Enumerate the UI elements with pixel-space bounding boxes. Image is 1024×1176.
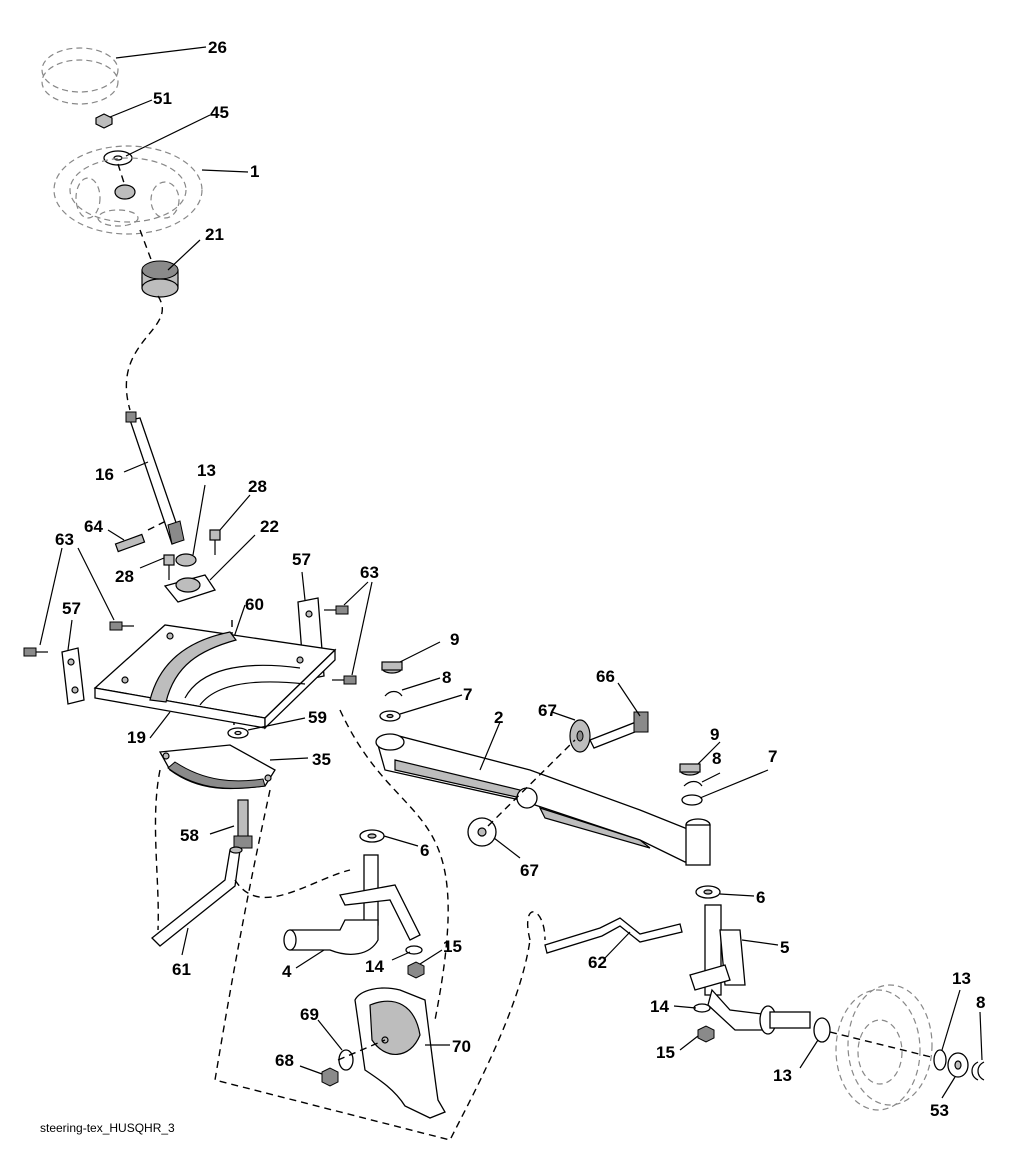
callout-label: 13 (197, 461, 216, 480)
part-washer-right (681, 794, 703, 806)
callout-label: 69 (300, 1005, 319, 1024)
part-hub-washer (933, 1049, 947, 1071)
callout-label: 62 (588, 953, 607, 972)
part-cover-washer (338, 1049, 354, 1071)
part-grease-cap-left (381, 661, 403, 674)
callout-label: 7 (768, 747, 777, 766)
callout-label: 19 (127, 728, 146, 747)
callout-label: 57 (292, 550, 311, 569)
callout-label: 61 (172, 960, 191, 979)
part-pivot-washer-top (569, 719, 591, 753)
part-screw-a (23, 647, 48, 657)
callout-label: 35 (312, 750, 331, 769)
callout-label: 6 (756, 888, 765, 907)
part-bolt-b (163, 554, 175, 580)
part-nut-left (407, 961, 425, 979)
callout-label: 9 (710, 725, 719, 744)
part-drag-link (151, 846, 243, 947)
callout-label: 26 (208, 38, 227, 57)
callout-label: 13 (773, 1066, 792, 1085)
callout-label: 15 (656, 1043, 675, 1062)
part-clip-right (683, 780, 703, 787)
part-spindle-left (283, 854, 421, 955)
part-screw-c (324, 605, 349, 615)
callout-label: 8 (976, 993, 985, 1012)
callout-label: 58 (180, 826, 199, 845)
callout-label: 14 (365, 957, 384, 976)
part-lockwasher-right (693, 1003, 711, 1013)
callout-label: 51 (153, 89, 172, 108)
part-screw-d (332, 675, 357, 685)
part-steering-plate (93, 624, 337, 730)
callout-label: 8 (712, 749, 721, 768)
part-sector-gear (158, 744, 276, 790)
part-steering-shaft (125, 411, 185, 545)
callout-label: 67 (520, 861, 539, 880)
part-washer-59 (227, 727, 249, 739)
part-axle-washer (813, 1017, 831, 1043)
part-spindle-right (689, 904, 811, 1035)
callout-label: 14 (650, 997, 669, 1016)
part-nut (95, 113, 113, 129)
part-grease-cap-right (679, 763, 701, 776)
part-washer-left (379, 710, 401, 722)
callout-label: 16 (95, 465, 114, 484)
callout-label: 9 (450, 630, 459, 649)
callout-label: 53 (930, 1101, 949, 1120)
part-pin (114, 533, 146, 553)
callout-label: 28 (115, 567, 134, 586)
callout-label: 8 (442, 668, 451, 687)
callout-label: 28 (248, 477, 267, 496)
callout-label: 63 (360, 563, 379, 582)
callout-label: 66 (596, 667, 615, 686)
callout-label: 15 (443, 937, 462, 956)
callout-label: 60 (245, 595, 264, 614)
callout-label: 7 (463, 685, 472, 704)
part-bushing (141, 260, 179, 298)
part-spindle-washer-right (695, 885, 721, 899)
part-hub-clip (971, 1061, 985, 1081)
part-steering-wheel (53, 145, 203, 235)
diagram-caption: steering-tex_HUSQHR_3 (40, 1121, 175, 1135)
callout-label: 21 (205, 225, 224, 244)
callout-label: 57 (62, 599, 81, 618)
callout-label: 68 (275, 1051, 294, 1070)
callout-label: 22 (260, 517, 279, 536)
part-cover (354, 987, 446, 1119)
callout-label: 63 (55, 530, 74, 549)
part-cap (41, 47, 119, 105)
part-bolt-a (209, 529, 221, 555)
part-flange-bushing (163, 553, 217, 603)
part-clip-left (384, 690, 403, 697)
callout-label: 1 (250, 162, 259, 181)
callout-label: 45 (210, 103, 229, 122)
callout-label: 4 (282, 962, 292, 981)
part-spindle-washer-left (359, 829, 385, 843)
callout-label: 13 (952, 969, 971, 988)
callout-label: 6 (420, 841, 429, 860)
part-hub-spacer (947, 1052, 969, 1078)
callout-label: 70 (452, 1037, 471, 1056)
part-shoulder-bolt (233, 799, 253, 849)
callout-labels: 26 51 45 1 21 16 13 28 64 28 22 63 57 60… (55, 38, 985, 1120)
callout-label: 5 (780, 938, 789, 957)
callout-label: 67 (538, 701, 557, 720)
part-bracket-left (61, 647, 85, 705)
part-screw-b (109, 621, 134, 631)
part-tie-rod (544, 917, 683, 954)
part-nut-right (697, 1025, 715, 1043)
callout-label: 64 (84, 517, 103, 536)
part-wheel (835, 984, 933, 1111)
callout-label: 2 (494, 708, 503, 727)
part-cover-nut (321, 1067, 339, 1087)
part-pivot-bolt (589, 711, 649, 749)
part-front-axle (375, 733, 711, 866)
callout-label: 59 (308, 708, 327, 727)
